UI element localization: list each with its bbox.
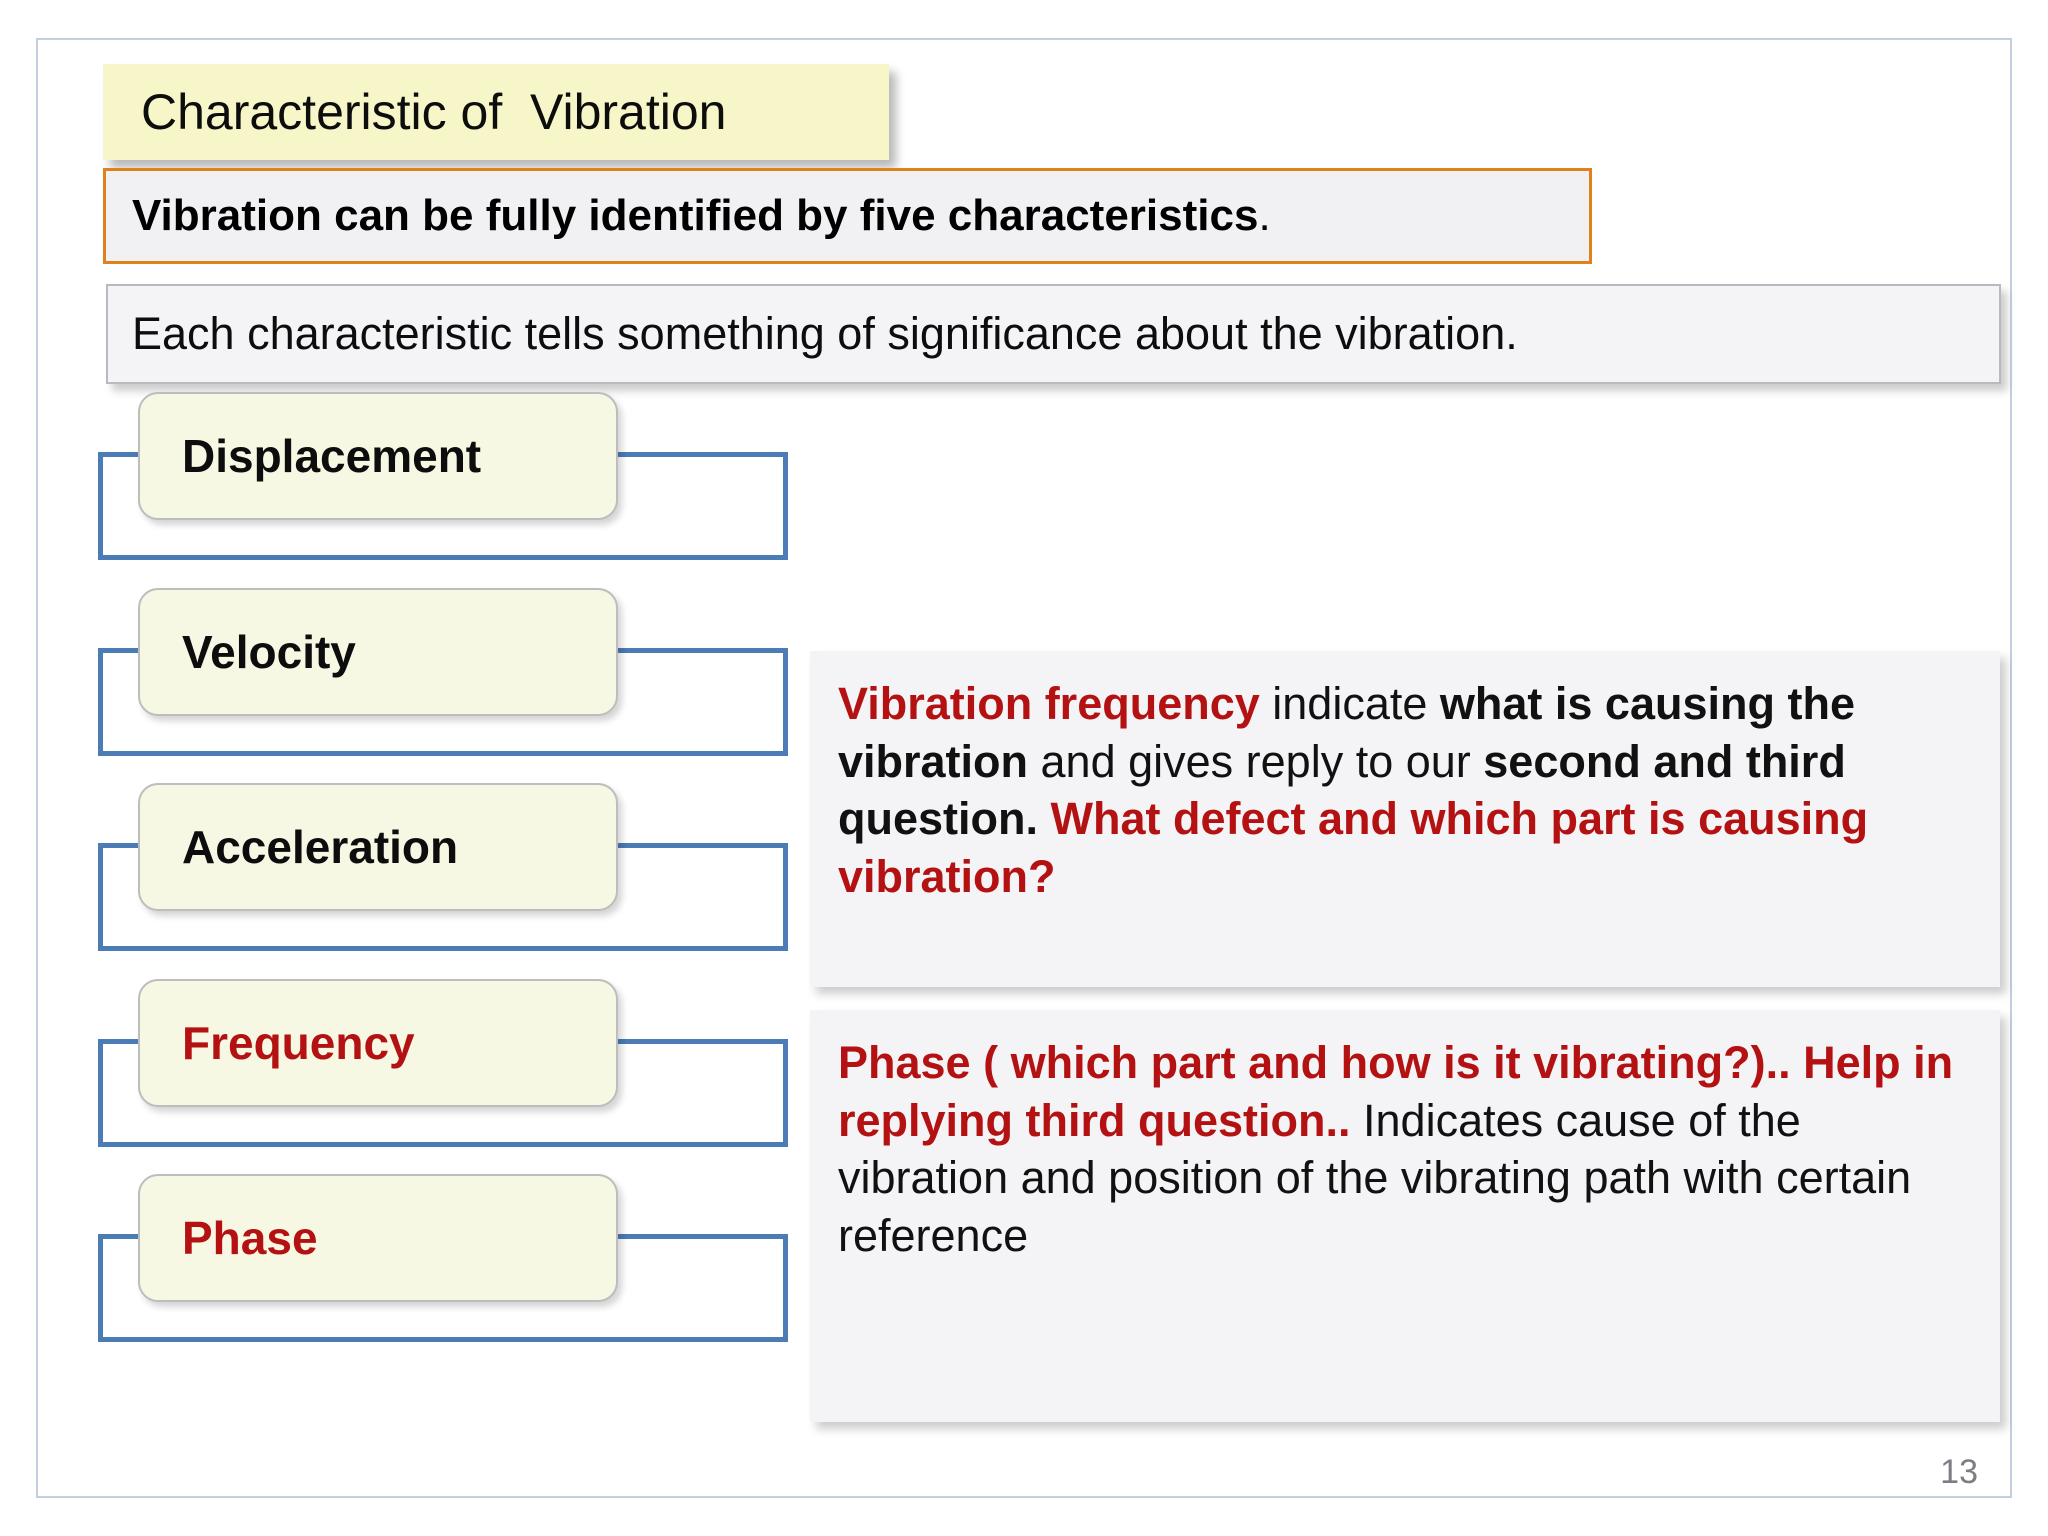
frequency-seg-2: what is causing the vibration: [838, 678, 1855, 787]
page-title: Characteristic of Vibration: [141, 84, 727, 140]
characteristic-label-displacement: Displacement: [182, 430, 482, 482]
frequency-seg-0: Vibration frequency: [838, 678, 1273, 729]
characteristic-pill-acceleration[interactable]: Acceleration: [138, 783, 618, 911]
banner-secondary-statement: Each characteristic tells something of s…: [106, 284, 2001, 384]
characteristic-pill-frequency[interactable]: Frequency: [138, 979, 618, 1107]
phase-seg-1: Indicates cause of the vibration and pos…: [838, 1094, 1912, 1261]
frequency-seg-3: and gives reply to our: [1040, 735, 1484, 787]
banner-one-text: Vibration can be fully identified by fiv…: [132, 190, 1271, 240]
info-panel-frequency: Vibration frequency indicate what is cau…: [810, 651, 2000, 987]
banner-one-bold: Vibration can be fully identified by fiv…: [132, 190, 1259, 240]
characteristic-label-velocity: Velocity: [182, 626, 356, 678]
characteristic-label-frequency: Frequency: [182, 1017, 415, 1069]
frequency-seg-5: What defect and which part is causing vi…: [838, 793, 1869, 902]
characteristic-pill-velocity[interactable]: Velocity: [138, 588, 618, 716]
info-panel-frequency-text: Vibration frequency indicate what is cau…: [838, 675, 1970, 905]
slide-title-chip: Characteristic of Vibration: [103, 64, 889, 160]
page-number: 13: [1940, 1453, 1978, 1491]
characteristic-pill-phase[interactable]: Phase: [138, 1174, 618, 1302]
frequency-seg-1: indicate: [1272, 678, 1440, 729]
info-panel-phase-text: Phase ( which part and how is it vibrati…: [838, 1034, 1970, 1264]
info-panel-phase: Phase ( which part and how is it vibrati…: [810, 1010, 2000, 1422]
characteristic-pill-displacement[interactable]: Displacement: [138, 392, 618, 520]
characteristic-label-phase: Phase: [182, 1212, 318, 1264]
banner-one-period: .: [1258, 190, 1271, 240]
banner-primary-statement: Vibration can be fully identified by fiv…: [103, 168, 1592, 264]
frequency-seg-4: second and third question.: [838, 735, 1846, 845]
phase-seg-0: Phase ( which part and how is it vibrati…: [838, 1037, 1954, 1146]
banner-two-text: Each characteristic tells something of s…: [132, 308, 1518, 359]
characteristic-label-acceleration: Acceleration: [182, 821, 459, 873]
